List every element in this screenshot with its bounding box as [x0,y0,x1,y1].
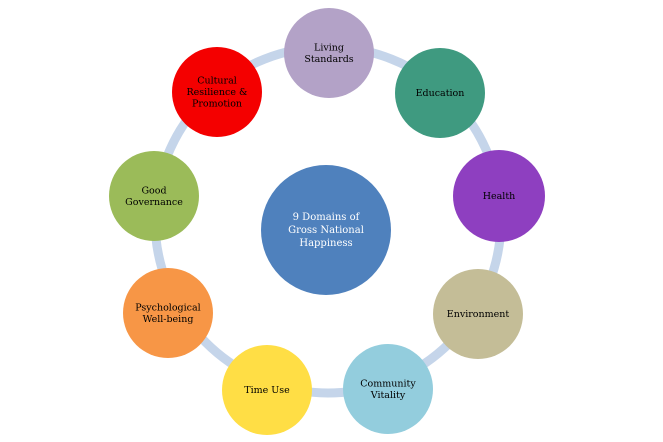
center-title-line: 9 Domains of [293,212,361,223]
domain-label-line: Environment [447,309,510,320]
domain-label-line: Cultural [197,76,237,87]
center-circle-shape [261,165,391,295]
domain-circle-community-vitality [343,344,433,434]
domain-label-line: Resilience & [187,87,248,98]
domain-label-line: Well-being [143,314,194,325]
domain-circle-education [395,48,485,138]
domain-node-time-use: Time Use [222,345,312,435]
domain-label-line: Community [360,378,416,389]
domain-label-line: Standards [304,54,353,65]
domain-label-time-use: Time Use [244,385,290,396]
domain-circle-cultural-resilience [172,47,262,137]
domain-label-line: Living [314,42,344,53]
domain-label-line: Health [483,191,516,202]
domain-node-education: Education [395,48,485,138]
domain-label-line: Education [416,88,465,99]
domain-circle-good-governance [109,151,199,241]
domain-label-line: Psychological [135,302,200,313]
domain-label-line: Time Use [244,385,290,396]
domain-circle-living-standards [284,8,374,98]
domain-circle-time-use [222,345,312,435]
domain-label-health: Health [483,191,516,202]
center-title-line: Gross National [288,225,364,236]
domain-node-environment: Environment [433,269,523,359]
domain-circle-psychological-well-being [123,268,213,358]
domain-label-education: Education [416,88,465,99]
center-title-line: Happiness [299,238,352,249]
domain-circle-health [453,150,545,242]
domain-label-line: Vitality [370,390,406,401]
domain-label-environment: Environment [447,309,510,320]
domain-label-line: Good [141,185,166,196]
domain-node-health: Health [453,150,545,242]
domain-circle-environment [433,269,523,359]
domain-label-line: Governance [125,197,183,208]
domain-label-line: Promotion [192,99,242,110]
